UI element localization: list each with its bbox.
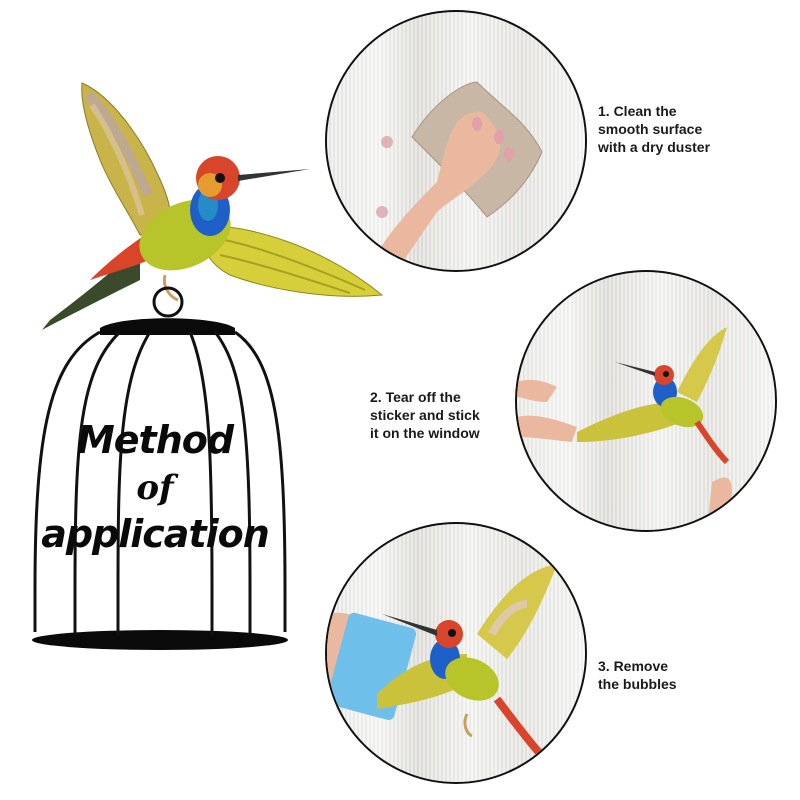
hummingbird-illustration — [42, 82, 384, 330]
step-3-photo — [325, 522, 587, 784]
hummingbird-sticker-icon — [517, 327, 732, 530]
step-2-photo — [515, 270, 777, 532]
title-line-3: application — [41, 512, 270, 556]
step-3-text: 3. Remove the bubbles — [598, 658, 677, 692]
hand-with-cloth-icon — [367, 81, 543, 270]
birdcage-illustration — [32, 286, 288, 650]
title-line-2: of — [136, 468, 174, 508]
title-line-1: Method — [76, 418, 234, 462]
step-1-text: 1. Clean the smooth surface with a dry d… — [598, 103, 711, 155]
step-1-photo — [325, 10, 587, 272]
card-and-hummingbird-icon — [327, 564, 557, 759]
step-2-text: 2. Tear off the sticker and stick it on … — [370, 389, 480, 441]
